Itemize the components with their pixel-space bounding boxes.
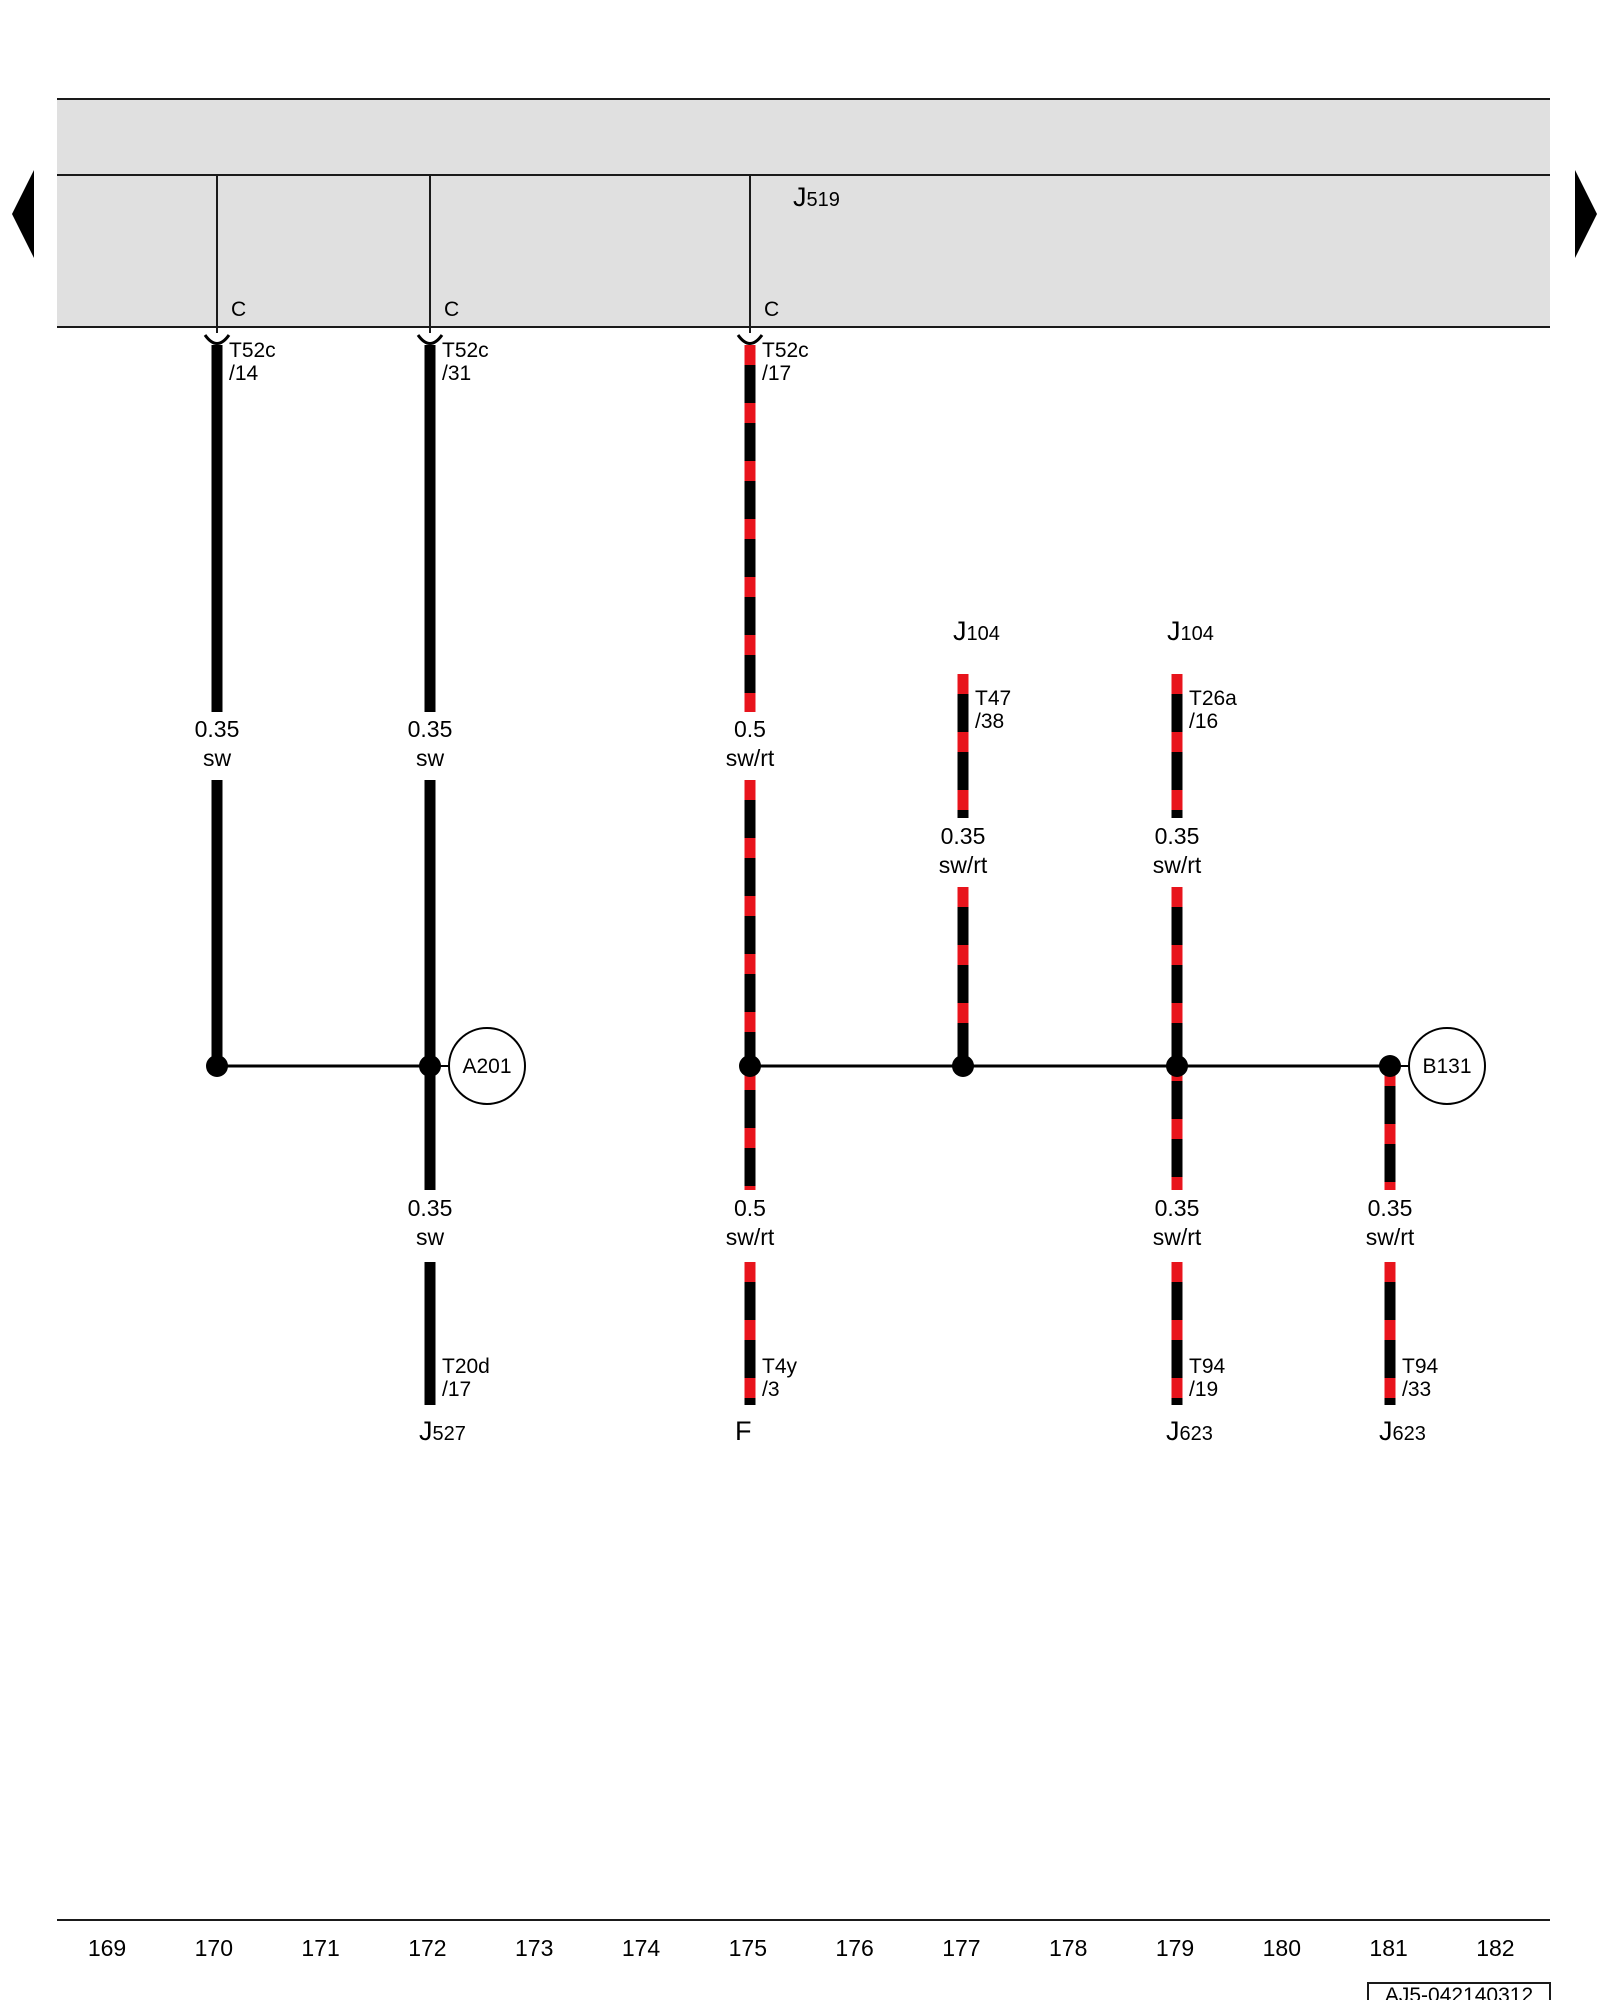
svg-text:0.5: 0.5: [734, 1195, 766, 1221]
pin-label-t4y: T4y/3: [762, 1355, 798, 1401]
control-unit-label: J519: [793, 182, 840, 212]
junction-dot-3: [739, 1055, 761, 1077]
column-number: 182: [1476, 1935, 1514, 1961]
column-number: 176: [835, 1935, 873, 1961]
wire-label-5: 0.35 sw/rt: [1153, 823, 1202, 878]
svg-text:sw/rt: sw/rt: [1153, 1224, 1202, 1250]
pin-label-3: T52c/17: [762, 339, 809, 385]
svg-text:sw/rt: sw/rt: [1153, 852, 1202, 878]
splice-label-a201: A201: [462, 1055, 511, 1078]
housing-label-2: C: [444, 298, 459, 321]
column-number: 177: [942, 1935, 980, 1961]
column-number: 175: [729, 1935, 767, 1961]
junction-dot-4: [952, 1055, 974, 1077]
pin-label-t26a: T26a/16: [1189, 687, 1237, 733]
component-label-j104-1: J104: [953, 616, 1000, 646]
svg-text:0.35: 0.35: [1368, 1195, 1413, 1221]
column-number: 172: [408, 1935, 446, 1961]
diagram-id: AJ5-042140312: [1385, 1984, 1533, 2000]
svg-text:0.35: 0.35: [408, 1195, 453, 1221]
column-numbers: 169 170 171 172 173 174 175 176 177 178 179 180 181 1…: [88, 1935, 1515, 1961]
wire-segments: [211, 345, 1396, 1405]
control-unit-panel: [57, 99, 1550, 327]
svg-text:0.35: 0.35: [195, 716, 240, 742]
column-number: 170: [195, 1935, 233, 1961]
column-number: 180: [1263, 1935, 1301, 1961]
nav-right-arrow-icon[interactable]: [1575, 170, 1597, 258]
splice-label-b131: B131: [1422, 1055, 1471, 1078]
column-number: 169: [88, 1935, 126, 1961]
svg-text:sw/rt: sw/rt: [726, 1224, 775, 1250]
component-label-j104-2: J104: [1167, 616, 1214, 646]
pin-label-t20d: T20d/17: [442, 1355, 490, 1401]
component-label-j527: J527: [419, 1416, 466, 1446]
connector-symbol-1: [203, 334, 231, 345]
diagram-id-box: [1367, 1982, 1551, 2000]
connector-symbol-2: [416, 334, 444, 345]
component-label-j623-1: J623: [1166, 1416, 1213, 1446]
pin-label-t47: T47/38: [975, 687, 1011, 733]
wire-label-9: 0.35 sw/rt: [1366, 1195, 1415, 1250]
connector-symbol-3: [736, 334, 764, 345]
wire-label-7: 0.5 sw/rt: [726, 1195, 775, 1250]
junction-dot-2: [419, 1055, 441, 1077]
column-number: 178: [1049, 1935, 1087, 1961]
svg-text:0.35: 0.35: [941, 823, 986, 849]
svg-text:0.35: 0.35: [1155, 1195, 1200, 1221]
svg-text:0.35: 0.35: [408, 716, 453, 742]
column-number: 179: [1156, 1935, 1194, 1961]
junction-dot-1: [206, 1055, 228, 1077]
wire-label-1: 0.35 sw: [195, 716, 240, 771]
component-label-f: F: [735, 1416, 752, 1446]
nav-left-arrow-icon[interactable]: [12, 170, 34, 258]
wire-label-4: 0.35 sw/rt: [939, 823, 988, 878]
svg-text:sw: sw: [416, 1224, 445, 1250]
column-number: 173: [515, 1935, 553, 1961]
svg-text:0.5: 0.5: [734, 716, 766, 742]
junction-dot-5: [1166, 1055, 1188, 1077]
splice-circle-a201: [448, 1027, 526, 1105]
wire-label-6: 0.35 sw: [408, 1195, 453, 1250]
svg-text:sw/rt: sw/rt: [1366, 1224, 1415, 1250]
pin-label-1: T52c/14: [229, 339, 276, 385]
svg-text:sw: sw: [203, 745, 232, 771]
housing-label-1: C: [231, 298, 246, 321]
pin-label-2: T52c/31: [442, 339, 489, 385]
column-number: 171: [301, 1935, 339, 1961]
splice-circle-b131: [1408, 1027, 1486, 1105]
svg-text:sw/rt: sw/rt: [726, 745, 775, 771]
wire-label-8: 0.35 sw/rt: [1153, 1195, 1202, 1250]
junction-dot-6: [1379, 1055, 1401, 1077]
wire-label-2: 0.35 sw: [408, 716, 453, 771]
housing-label-3: C: [764, 298, 779, 321]
pin-label-t94-19: T94/19: [1189, 1355, 1226, 1401]
pin-label-t94-33: T94/33: [1402, 1355, 1439, 1401]
svg-text:sw/rt: sw/rt: [939, 852, 988, 878]
wire-label-3: 0.5 sw/rt: [726, 716, 775, 771]
component-label-j623-2: J623: [1379, 1416, 1426, 1446]
column-number: 174: [622, 1935, 661, 1961]
column-number: 181: [1369, 1935, 1407, 1961]
svg-text:sw: sw: [416, 745, 445, 771]
svg-text:0.35: 0.35: [1155, 823, 1200, 849]
